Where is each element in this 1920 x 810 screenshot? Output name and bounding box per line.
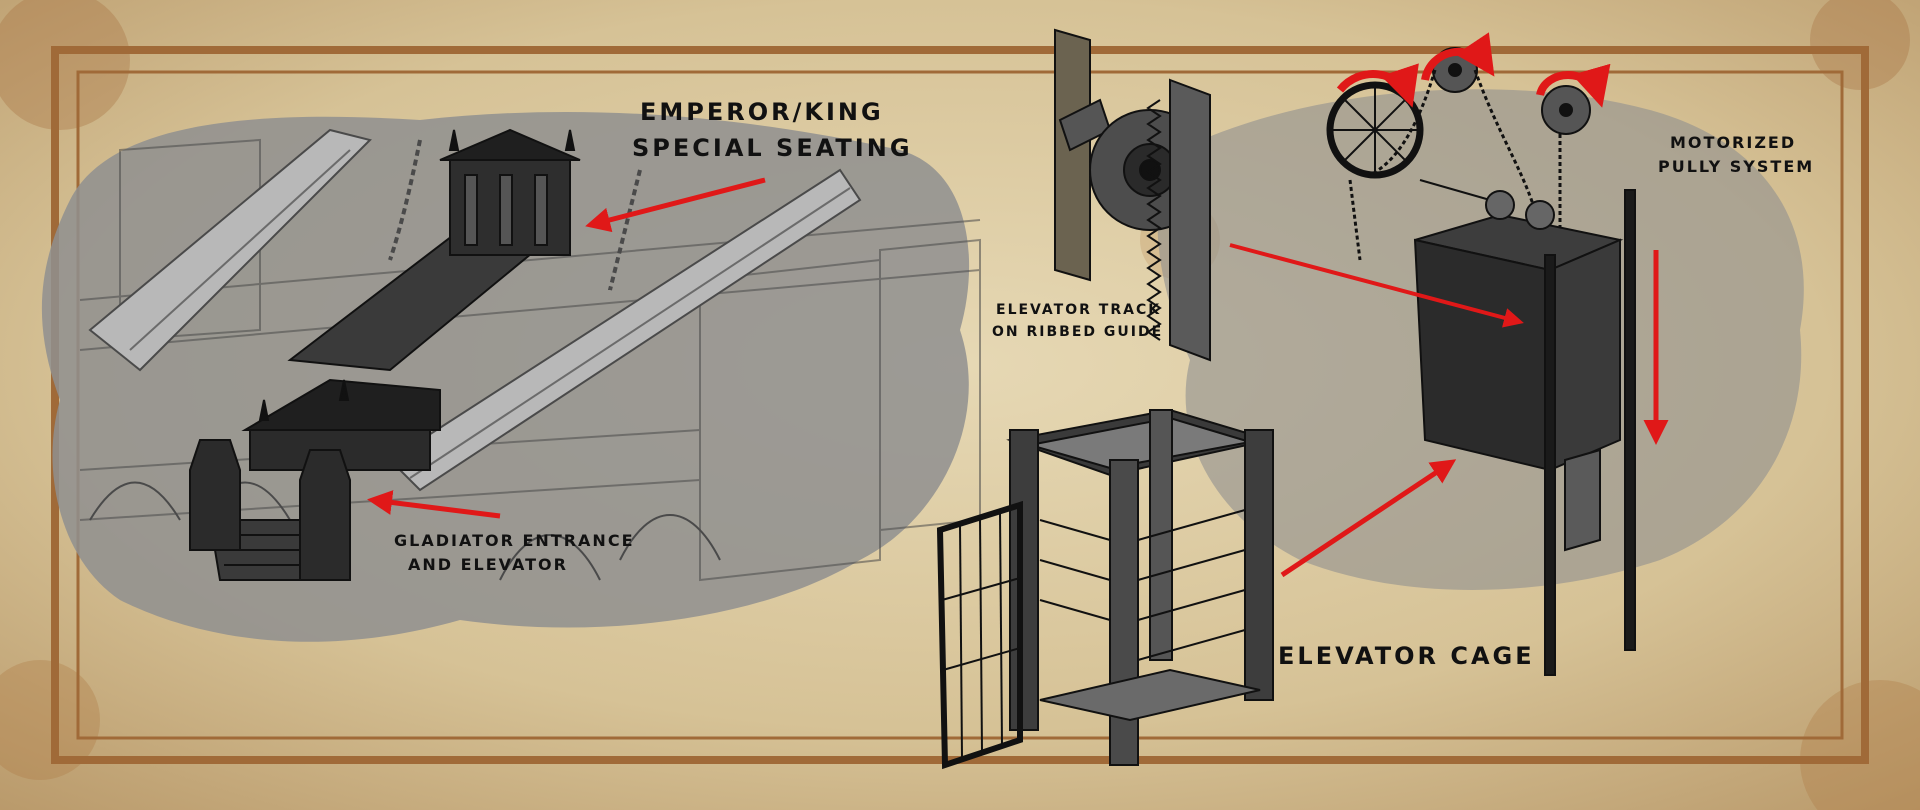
right-ramp bbox=[388, 168, 862, 492]
rotation-arrows bbox=[1336, 32, 1611, 108]
elevator-track bbox=[1054, 28, 1211, 362]
label-gladiator-line1: GLADIATOR ENTRANCE bbox=[394, 531, 635, 550]
elevator-cage bbox=[936, 408, 1274, 770]
arrow-cage bbox=[1280, 459, 1457, 578]
arrow-emperor bbox=[585, 177, 766, 233]
label-gladiator-line2: AND ELEVATOR bbox=[408, 555, 568, 574]
gladiator-gate bbox=[189, 378, 441, 581]
arrow-gladiator bbox=[367, 490, 501, 519]
left-ramp bbox=[88, 128, 372, 372]
label-emperor-line2: SPECIAL SEATING bbox=[632, 134, 913, 162]
label-track-line1: ELEVATOR TRACK bbox=[996, 302, 1161, 318]
emperor-box bbox=[287, 128, 581, 372]
label-pully-line2: PULLY SYSTEM bbox=[1658, 157, 1814, 176]
label-cage: ELEVATOR CAGE bbox=[1278, 642, 1535, 670]
arrow-track bbox=[1229, 243, 1524, 328]
label-track-line2: ON RIBBED GUIDE bbox=[992, 324, 1163, 340]
label-emperor-line1: EMPEROR/KING bbox=[640, 98, 884, 126]
label-pully-line1: MOTORIZED bbox=[1670, 133, 1796, 152]
